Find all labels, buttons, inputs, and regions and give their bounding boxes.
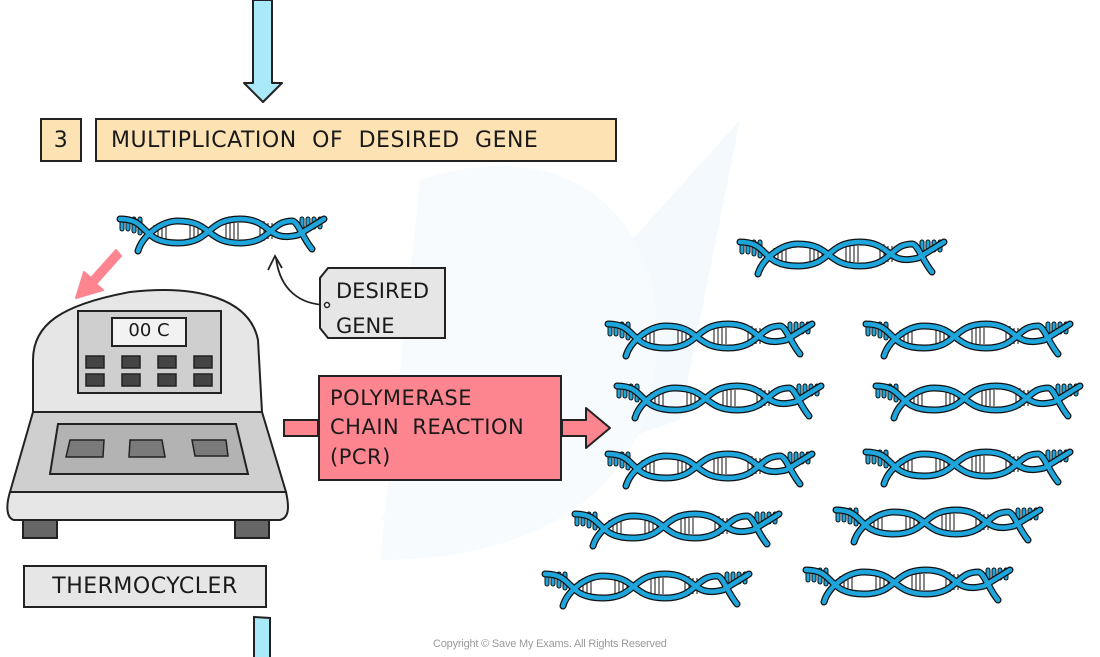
thermocycler-label-box: THERMOCYCLER	[23, 565, 267, 608]
gene-tag-label: DESIRED GENE	[336, 274, 429, 344]
step-title-box: MULTIPLICATION OF DESIRED GENE	[95, 118, 617, 162]
step-number: 3	[53, 127, 69, 153]
pcr-process-box: POLYMERASE CHAIN REACTION (PCR)	[318, 375, 562, 481]
step-number-badge: 3	[40, 118, 82, 162]
pcr-line-1: POLYMERASE	[330, 385, 473, 410]
pcr-line-3: (PCR)	[330, 444, 391, 469]
gene-tag-line-1: DESIRED	[336, 279, 429, 303]
pcr-line-2: CHAIN REACTION	[330, 415, 525, 440]
copyright-notice: Copyright © Save My Exams. All Rights Re…	[433, 638, 667, 650]
thermocycler-label: THERMOCYCLER	[52, 574, 238, 599]
temperature-display: 00 C	[128, 320, 170, 341]
step-title: MULTIPLICATION OF DESIRED GENE	[111, 127, 539, 153]
gene-tag-line-2: GENE	[336, 314, 395, 338]
